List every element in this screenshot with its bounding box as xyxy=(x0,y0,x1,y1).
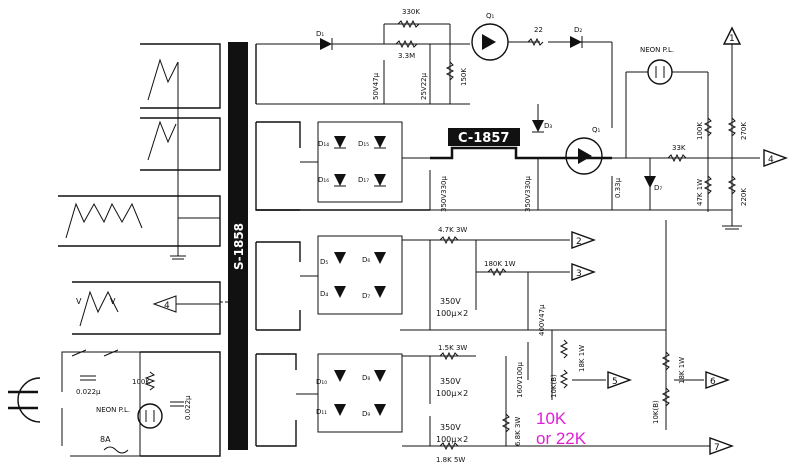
terminal-6 xyxy=(705,371,731,389)
d1-diode xyxy=(320,38,332,50)
neon-lamp-top: NEON P.L. xyxy=(625,46,708,158)
svg-text:18K 1W: 18K 1W xyxy=(578,345,586,372)
svg-text:NEON P.L.: NEON P.L. xyxy=(96,406,130,414)
svg-text:350V: 350V xyxy=(440,423,461,432)
terminal-5 xyxy=(607,371,633,389)
svg-text:D₁₄: D₁₄ xyxy=(318,140,329,148)
fuse-icon xyxy=(103,446,129,454)
coil-heater-3 xyxy=(58,195,221,247)
neon-lamp-primary xyxy=(137,403,163,429)
svg-text:350V330μ: 350V330μ xyxy=(440,175,448,212)
svg-text:220K: 220K xyxy=(740,188,748,206)
terminal-2 xyxy=(571,231,597,249)
svg-text:18K 1W: 18K 1W xyxy=(678,357,686,384)
svg-text:100μ×2: 100μ×2 xyxy=(436,309,468,318)
power-switch xyxy=(71,349,119,357)
svg-text:6.8K 3W: 6.8K 3W xyxy=(514,417,522,446)
svg-text:3.3M: 3.3M xyxy=(398,52,415,60)
svg-text:330K: 330K xyxy=(402,8,420,16)
svg-text:0.022μ: 0.022μ xyxy=(184,395,192,420)
svg-text:D₄: D₄ xyxy=(320,290,328,298)
svg-text:4: 4 xyxy=(164,301,170,311)
svg-text:D₁₀: D₁₀ xyxy=(316,378,327,386)
svg-text:V: V xyxy=(110,297,116,306)
main-rectifier: D₁₄ D₁₅ D₁₆ D₁₇ xyxy=(256,121,430,211)
svg-text:10K(B): 10K(B) xyxy=(550,374,558,398)
svg-text:47K 1W: 47K 1W xyxy=(696,179,704,206)
svg-text:350V330μ: 350V330μ xyxy=(524,175,532,212)
rectifier-3: D₁₀ D₈ D₁₁ D₉ xyxy=(256,353,403,447)
svg-text:350V: 350V xyxy=(440,377,461,386)
svg-text:50V47μ: 50V47μ xyxy=(372,72,380,100)
svg-text:150K: 150K xyxy=(460,68,468,86)
svg-text:1: 1 xyxy=(729,34,735,44)
svg-text:100K: 100K xyxy=(696,122,704,140)
terminal-7 xyxy=(709,437,735,455)
svg-text:3: 3 xyxy=(576,269,582,279)
svg-text:D₅: D₅ xyxy=(320,258,328,266)
svg-text:D₂: D₂ xyxy=(574,26,582,34)
svg-text:V: V xyxy=(76,297,82,306)
q1-transistor xyxy=(565,137,603,175)
svg-text:Q₁: Q₁ xyxy=(486,12,495,20)
svg-text:D₁: D₁ xyxy=(316,30,324,38)
svg-text:2: 2 xyxy=(576,237,582,247)
svg-text:1.8K 5W: 1.8K 5W xyxy=(436,456,465,464)
svg-text:D₇: D₇ xyxy=(654,184,662,192)
svg-text:D₁₆: D₁₆ xyxy=(318,176,329,184)
svg-text:Q₁: Q₁ xyxy=(592,126,601,134)
choke-label: C-1857 xyxy=(458,131,509,146)
coil-heater-2 xyxy=(140,117,221,171)
svg-text:100K: 100K xyxy=(132,378,150,386)
svg-text:0.33μ: 0.33μ xyxy=(614,177,622,198)
rectifier-2: D₅ D₆ D₄ D₇ xyxy=(256,235,403,331)
bias-circuit: D₁ 330K 3.3M 50V47μ 25V22μ 150K Q₁ 22 D₂ xyxy=(256,8,613,128)
svg-text:D₁₅: D₁₅ xyxy=(358,140,369,148)
svg-text:270K: 270K xyxy=(740,122,748,140)
svg-text:D₈: D₈ xyxy=(362,374,370,382)
svg-text:6: 6 xyxy=(710,377,716,387)
svg-text:10K(B): 10K(B) xyxy=(652,400,660,424)
svg-text:D₁₁: D₁₁ xyxy=(316,408,327,416)
ground-left xyxy=(170,250,186,260)
svg-text:4: 4 xyxy=(768,155,774,165)
transformer-core xyxy=(228,42,248,450)
svg-text:D₇: D₇ xyxy=(362,292,370,300)
svg-text:100μ×2: 100μ×2 xyxy=(436,389,468,398)
svg-text:350V: 350V xyxy=(440,297,461,306)
svg-text:D₆: D₆ xyxy=(362,256,370,264)
svg-text:22: 22 xyxy=(534,26,543,34)
coil-heater-1 xyxy=(140,43,221,250)
svg-text:NEON P.L.: NEON P.L. xyxy=(640,46,674,54)
transformer-label: S-1858 xyxy=(232,223,246,270)
terminal-4 xyxy=(763,149,789,167)
svg-text:100μ×2: 100μ×2 xyxy=(436,435,468,444)
ac-plug-icon xyxy=(8,377,41,423)
coil-filament: V V 4 xyxy=(72,281,221,335)
svg-text:5: 5 xyxy=(612,377,618,387)
svg-text:1.5K 3W: 1.5K 3W xyxy=(438,344,467,352)
svg-text:D₁₇: D₁₇ xyxy=(358,176,369,184)
svg-text:25V22μ: 25V22μ xyxy=(420,72,428,100)
fuse-label: 8A xyxy=(100,435,111,444)
svg-text:33K: 33K xyxy=(672,144,686,152)
annotation-line-1: 10K xyxy=(536,409,567,428)
svg-text:0.022μ: 0.022μ xyxy=(76,388,101,396)
svg-text:180K 1W: 180K 1W xyxy=(484,260,516,268)
svg-text:4.7K 3W: 4.7K 3W xyxy=(438,226,467,234)
svg-text:160V100μ: 160V100μ xyxy=(516,361,524,398)
svg-text:D₉: D₉ xyxy=(362,410,370,418)
annotation-line-2: or 22K xyxy=(536,429,587,448)
svg-text:7: 7 xyxy=(714,443,720,453)
svg-text:D₃: D₃ xyxy=(544,122,552,130)
choke-body xyxy=(448,128,520,146)
svg-text:400V47μ: 400V47μ xyxy=(538,304,546,336)
terminal-3 xyxy=(571,263,597,281)
ground-right xyxy=(722,212,742,230)
